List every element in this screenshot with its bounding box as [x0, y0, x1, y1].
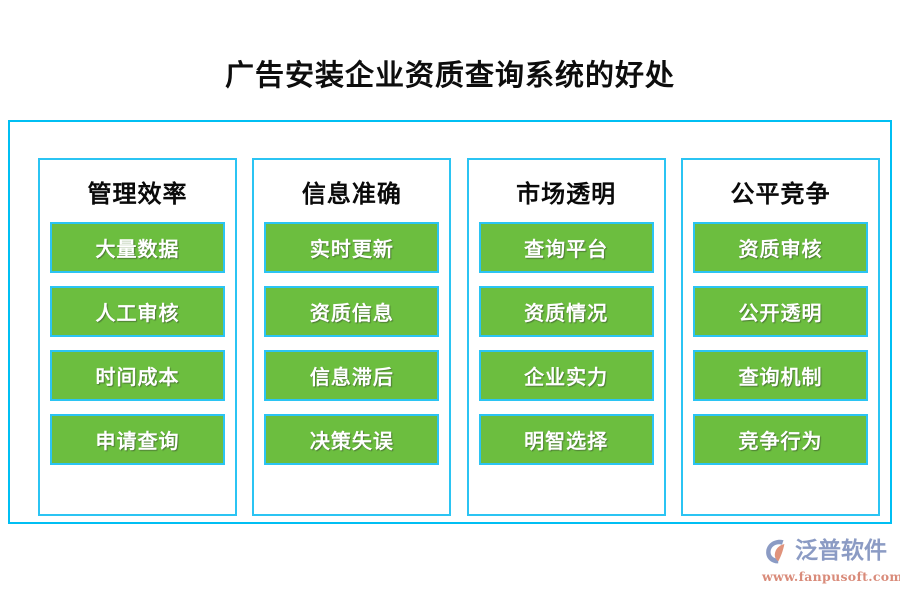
fanpu-logo-icon: [762, 536, 792, 566]
item-box[interactable]: 资质信息: [264, 286, 440, 338]
item-box[interactable]: 大量数据: [50, 222, 225, 274]
watermark-logo: 泛普软件 www.fanpusoft.com: [762, 534, 900, 586]
column-heading: 信息准确: [301, 179, 402, 208]
item-box[interactable]: 明智选择: [478, 414, 654, 466]
column-items: 资质审核 公开透明 查询机制 竞争行为: [692, 222, 868, 466]
column-management-efficiency[interactable]: 管理效率 大量数据 人工审核 时间成本 申请查询: [38, 158, 237, 516]
page-title: 广告安装企业资质查询系统的好处: [224, 58, 675, 92]
item-box[interactable]: 实时更新: [264, 222, 440, 274]
item-box[interactable]: 资质情况: [478, 286, 654, 338]
column-heading: 市场透明: [516, 179, 617, 208]
column-information-accuracy[interactable]: 信息准确 实时更新 资质信息 信息滞后 决策失误: [252, 158, 452, 516]
item-box[interactable]: 时间成本: [50, 350, 225, 402]
column-heading: 管理效率: [87, 179, 188, 208]
item-box[interactable]: 人工审核: [50, 286, 225, 338]
column-fair-competition[interactable]: 公平竞争 资质审核 公开透明 查询机制 竞争行为: [680, 158, 880, 516]
column-heading: 公平竞争: [730, 179, 831, 208]
diagram-outer-frame: 管理效率 大量数据 人工审核 时间成本 申请查询 信息准确 实时更新 资质信息 …: [8, 120, 892, 524]
item-box[interactable]: 查询平台: [478, 222, 654, 274]
item-box[interactable]: 信息滞后: [264, 350, 440, 402]
logo-url-text: www.fanpusoft.com: [762, 569, 900, 584]
item-box[interactable]: 资质审核: [692, 222, 868, 274]
column-items: 实时更新 资质信息 信息滞后 决策失误: [264, 222, 440, 466]
item-box[interactable]: 查询机制: [692, 350, 868, 402]
logo-brand-text: 泛普软件: [795, 537, 887, 564]
item-box[interactable]: 决策失误: [264, 414, 440, 466]
column-items: 大量数据 人工审核 时间成本 申请查询: [50, 222, 225, 466]
column-market-transparency[interactable]: 市场透明 查询平台 资质情况 企业实力 明智选择: [466, 158, 666, 516]
item-box[interactable]: 企业实力: [478, 350, 654, 402]
column-items: 查询平台 资质情况 企业实力 明智选择: [478, 222, 654, 466]
item-box[interactable]: 申请查询: [50, 414, 225, 466]
columns-container: 管理效率 大量数据 人工审核 时间成本 申请查询 信息准确 实时更新 资质信息 …: [38, 158, 880, 516]
item-box[interactable]: 公开透明: [692, 286, 868, 338]
item-box[interactable]: 竞争行为: [692, 414, 868, 466]
logo-row: 泛普软件: [762, 534, 894, 568]
